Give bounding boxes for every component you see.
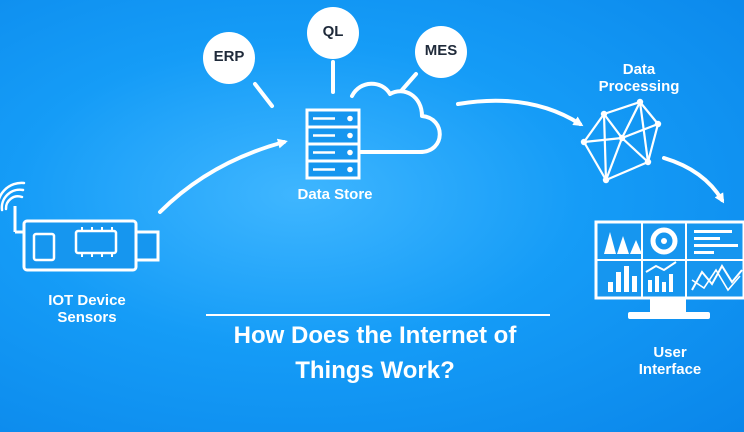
ql-label: QL <box>322 23 344 40</box>
title-divider <box>206 314 550 316</box>
mes-bubble <box>415 26 467 78</box>
user-interface-monitor-icon <box>594 220 744 319</box>
arrow-device-to-store <box>158 138 288 214</box>
mes-label: MES <box>424 42 458 59</box>
arrow-processing-to-ui <box>662 156 725 204</box>
mes-connector <box>400 72 418 92</box>
erp-label: ERP <box>213 48 245 65</box>
erp-bubble <box>203 32 255 84</box>
iot-device-label: IOT Device Sensors <box>48 292 126 326</box>
title-line-1: How Does the Internet of <box>233 322 517 349</box>
data-store-label: Data Store <box>297 186 373 203</box>
cloud-icon <box>350 81 442 154</box>
erp-connector <box>253 82 274 108</box>
arrow-store-to-processing <box>456 98 584 127</box>
title-line-2: Things Work? <box>295 357 455 384</box>
data-store-icon <box>305 108 361 180</box>
user-interface-label: User Interface <box>638 344 702 378</box>
data-processing-nodes <box>580 98 662 184</box>
ql-bubble <box>307 7 359 59</box>
iot-device-icon <box>0 181 160 272</box>
data-processing-label: Data Processing <box>598 61 680 95</box>
data-processing-icon <box>583 100 660 182</box>
